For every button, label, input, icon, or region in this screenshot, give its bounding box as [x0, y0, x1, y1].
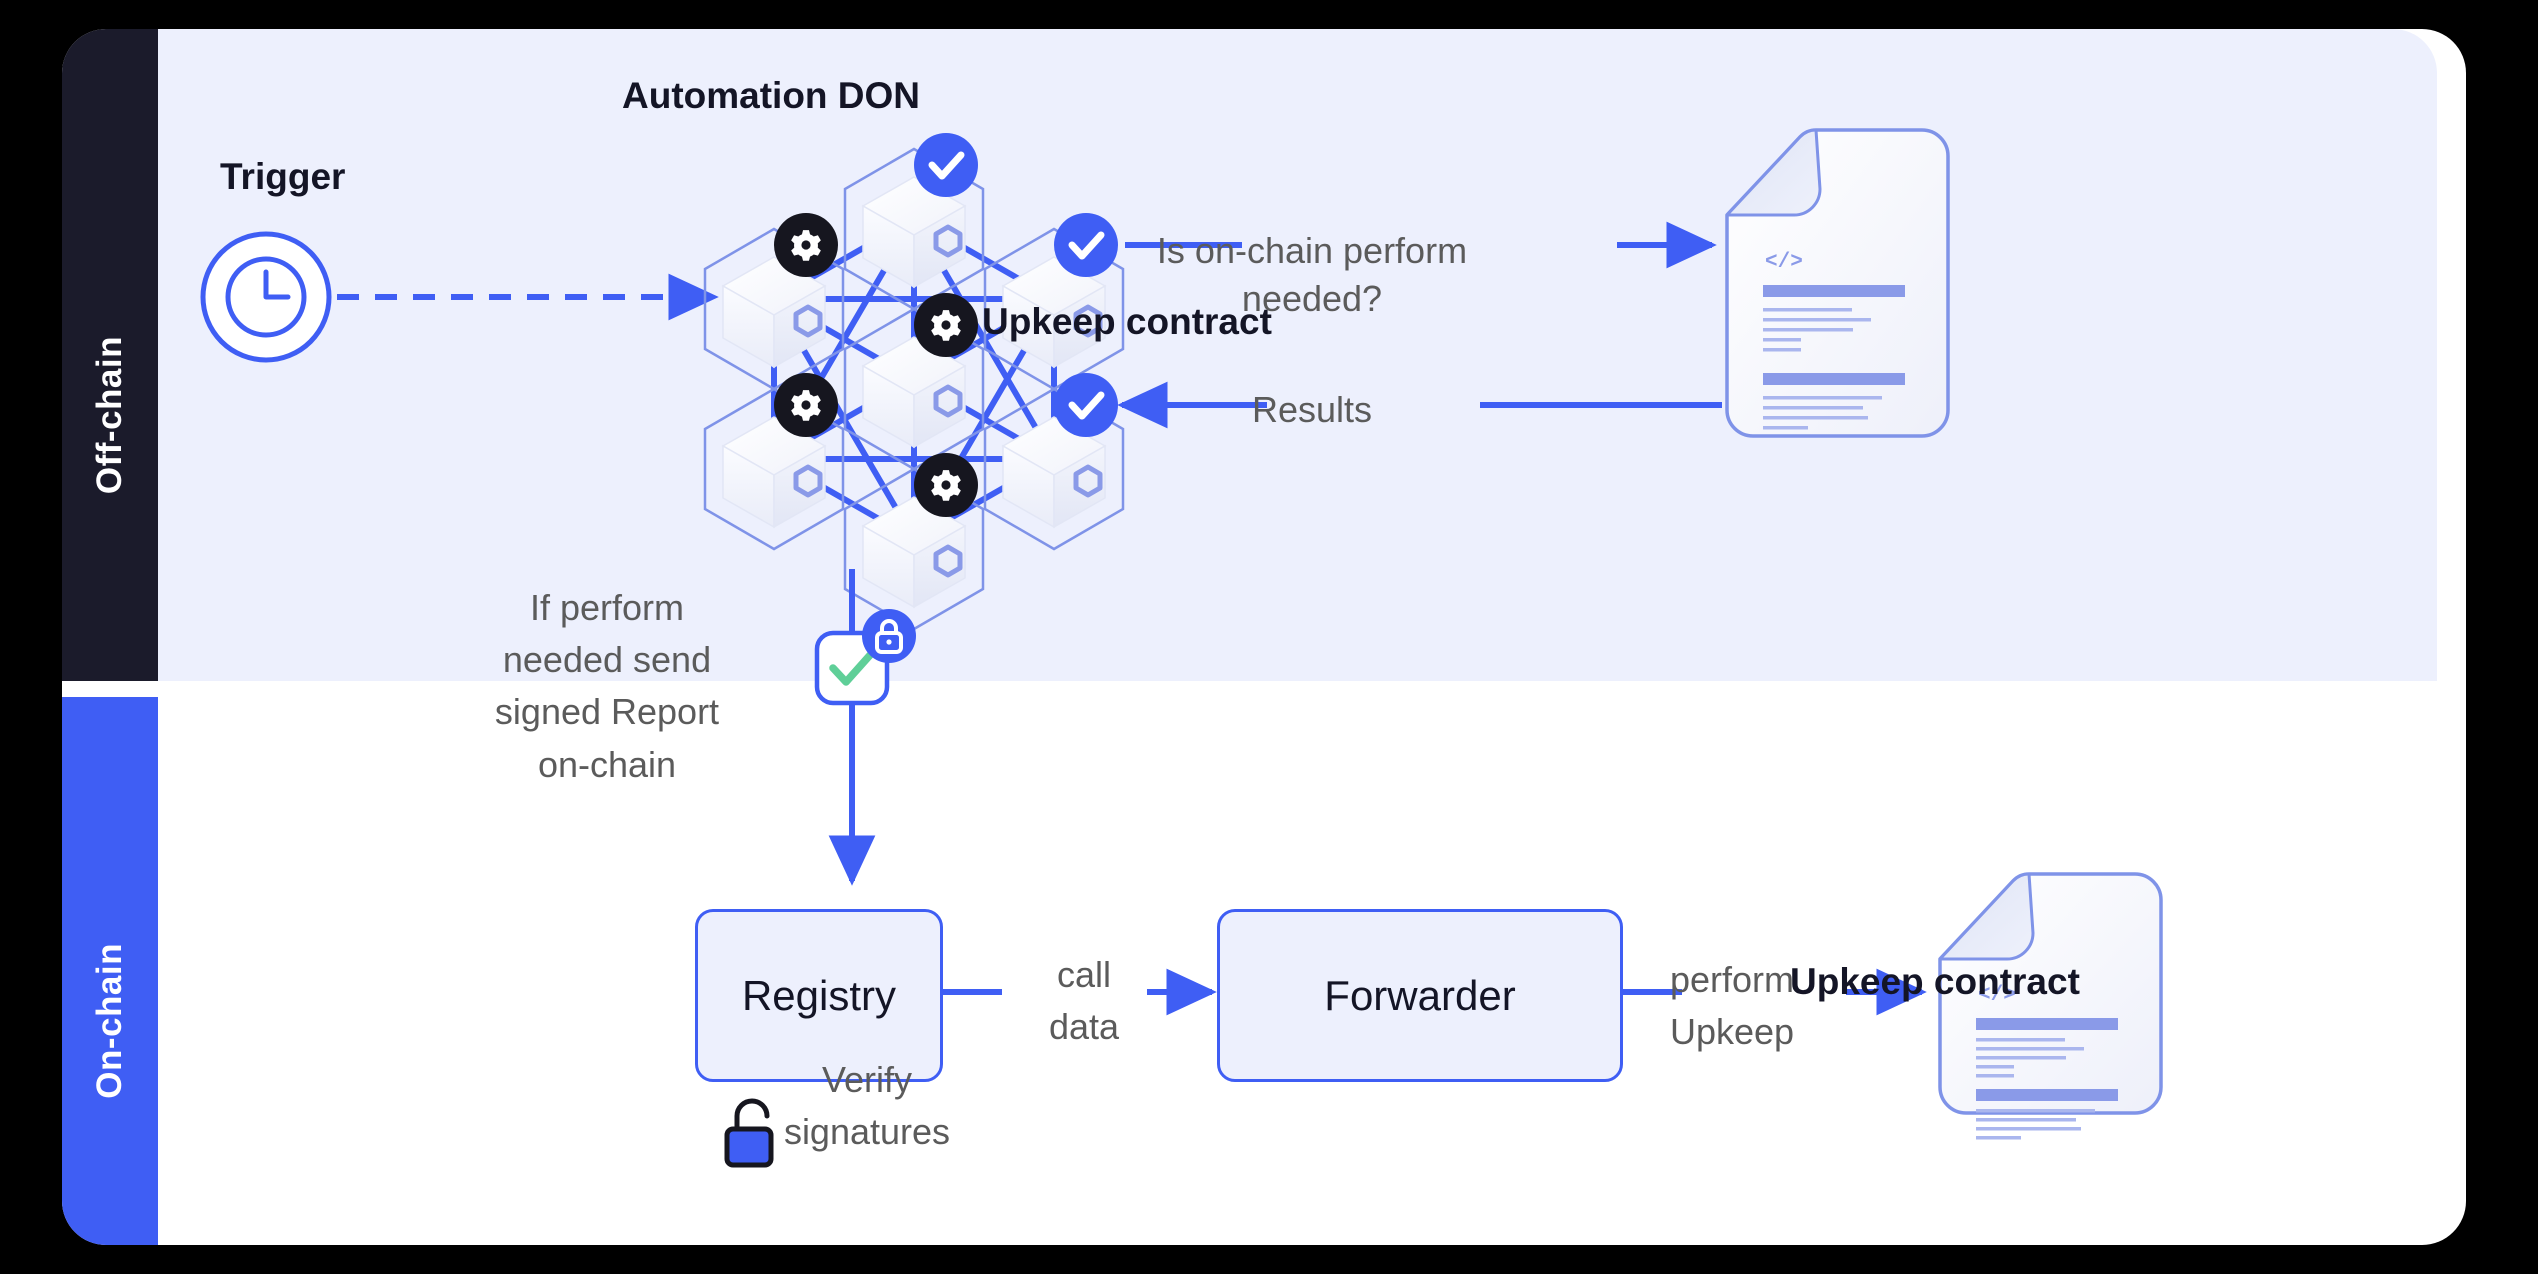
upkeep-contract-title-top: Upkeep contract: [982, 301, 1272, 342]
registry-label: Registry: [741, 971, 897, 1019]
diagram-card: Off-chain On-chain: [62, 29, 2466, 1245]
edge-label-if-perform-needed: If perform needed send signed Report on-…: [494, 587, 720, 785]
trigger-title: Trigger: [220, 156, 346, 197]
edge-label-perform-upkeep: perform Upkeep: [1669, 959, 1795, 1053]
edge-label-call-data: call data: [1048, 954, 1120, 1048]
offchain-background: [158, 29, 2437, 681]
gear-icon-center: [914, 293, 978, 357]
don-node-top-right: [983, 227, 1125, 391]
upkeep-contract-document-top: </>: [1725, 128, 1950, 438]
code-icon: </>: [1765, 251, 1803, 274]
section-rail-onchain: On-chain: [62, 697, 158, 1245]
diagram-graphics: </>: [200, 128, 2163, 1168]
edge-label-results: Results: [1251, 389, 1373, 430]
edge-label-perform-needed: Is on-chain perform needed?: [1156, 230, 1468, 320]
automation-don-title: Automation DON: [622, 75, 921, 116]
upkeep-contract-title-bottom: Upkeep contract: [1790, 961, 2080, 1002]
forwarder-label: Forwarder: [1324, 971, 1516, 1019]
registry-box[interactable]: Registry: [695, 909, 943, 1082]
gear-icon-top-left: [774, 213, 838, 277]
trigger-clock-icon: [200, 231, 332, 363]
lock-closed-icon: [862, 609, 916, 663]
gear-icon-bottom: [914, 453, 978, 517]
forwarder-box[interactable]: Forwarder: [1217, 909, 1623, 1082]
check-badge-icon-top: [914, 133, 978, 197]
section-rail-offchain: Off-chain: [62, 29, 158, 681]
lock-open-icon: [724, 1098, 774, 1168]
edge-label-verify-signatures: Verify signatures: [783, 1059, 951, 1153]
check-badge-icon-top-right: [1054, 213, 1118, 277]
code-icon-bottom: </>: [1978, 984, 2016, 1007]
gear-icon-bottom-left: [774, 373, 838, 437]
upkeep-contract-document-bottom: </>: [1938, 872, 2163, 1140]
check-badge-icon-bottom-right: [1054, 373, 1118, 437]
